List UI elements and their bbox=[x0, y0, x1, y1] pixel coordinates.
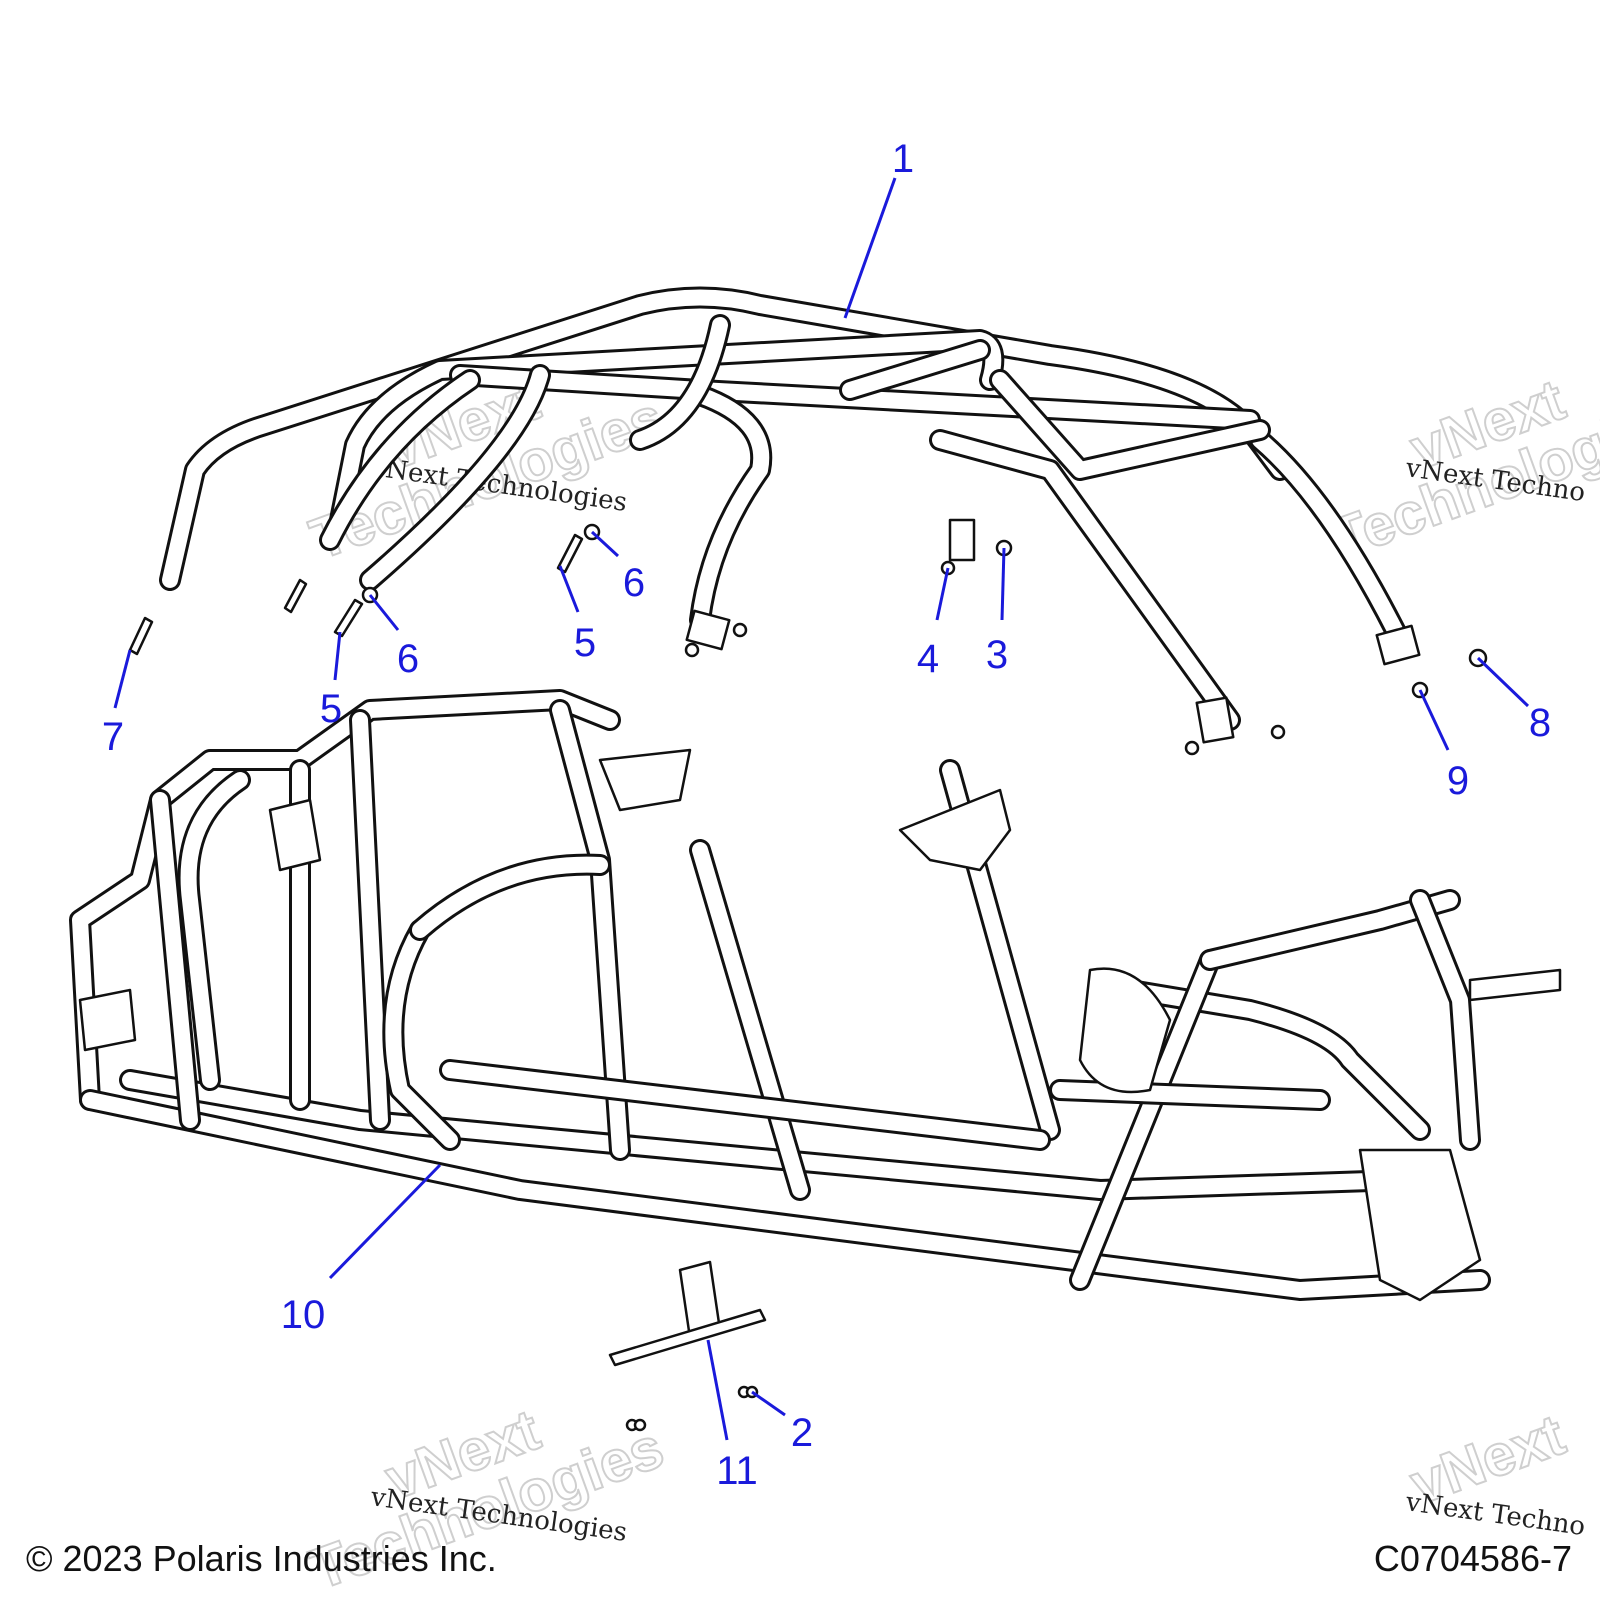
watermark-caption-bottom-right: vNext Techno bbox=[1403, 1487, 1587, 1542]
nut-plate-b bbox=[1270, 724, 1286, 740]
callout-7: 7 bbox=[102, 715, 124, 759]
bolt-7 bbox=[128, 616, 154, 656]
bolt-5-left bbox=[333, 598, 364, 638]
callout-6-left: 6 bbox=[397, 637, 419, 681]
chassis-frame bbox=[69, 689, 1562, 1302]
nut-loose-b bbox=[633, 1418, 647, 1432]
callout-1: 1 bbox=[892, 137, 914, 181]
nut-plate-a bbox=[1184, 740, 1200, 756]
callout-4: 4 bbox=[917, 637, 939, 681]
callout-labels: 1 2 3 4 5 5 6 6 7 8 9 10 11 bbox=[102, 137, 1551, 1493]
callout-8: 8 bbox=[1529, 701, 1551, 745]
callout-6-center: 6 bbox=[623, 561, 645, 605]
callout-9: 9 bbox=[1447, 759, 1469, 803]
callout-3: 3 bbox=[986, 633, 1008, 677]
callout-10: 10 bbox=[281, 1293, 326, 1337]
roll-cage bbox=[159, 286, 1421, 744]
copyright-notice: © 2023 Polaris Industries Inc. bbox=[26, 1538, 497, 1579]
leader-lines bbox=[113, 177, 1530, 1441]
nut-plate-d bbox=[732, 622, 748, 638]
callout-5-left: 5 bbox=[320, 687, 342, 731]
callout-5-center: 5 bbox=[574, 621, 596, 665]
bolt-loose bbox=[283, 578, 308, 614]
skid-bracket bbox=[608, 1260, 767, 1367]
nut-plate-c bbox=[684, 642, 700, 658]
figure-code: C0704586-7 bbox=[1373, 1538, 1572, 1579]
hardware bbox=[128, 523, 1488, 1432]
callout-11: 11 bbox=[716, 1449, 758, 1493]
callout-2: 2 bbox=[791, 1411, 813, 1455]
